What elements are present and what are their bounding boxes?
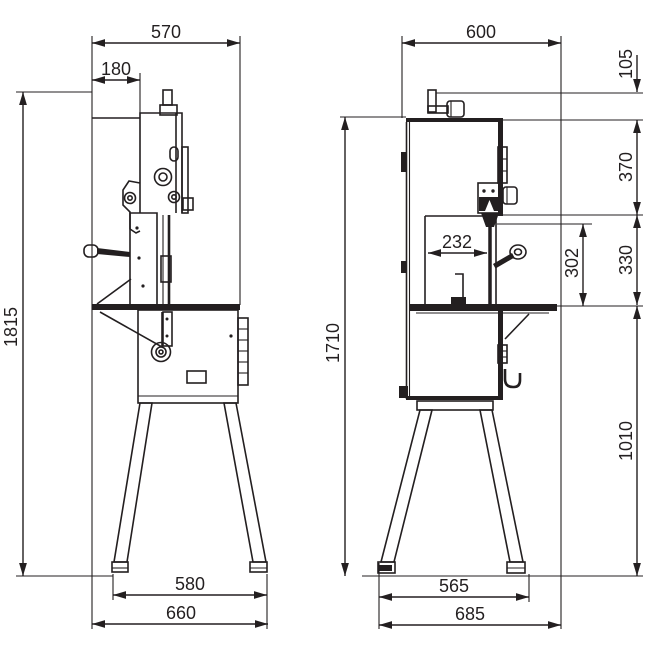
dim-label-232: 232 <box>442 232 472 252</box>
table-front <box>410 304 557 340</box>
blade-guide-bracket-side <box>122 180 141 234</box>
dim-label-685: 685 <box>455 604 485 624</box>
foot-rear-side <box>249 561 268 573</box>
dim-front-total-width: 600 <box>402 22 561 47</box>
dim-side-head-depth: 180 <box>92 59 140 84</box>
foot-left-front <box>377 561 396 574</box>
dim-label-570: 570 <box>151 22 181 42</box>
tension-handle-front <box>493 244 527 269</box>
table-support-bracket <box>504 313 530 340</box>
dim-side-total-height: 1815 <box>1 92 27 576</box>
dim-front-throat-width: 232 <box>428 232 487 257</box>
hinge-left-upper <box>401 152 407 172</box>
hinge-left-lower <box>399 386 408 398</box>
dim-front-tensioner-height: 105 <box>616 49 641 92</box>
tensioner-bracket-top <box>427 89 465 118</box>
dim-front-feet-outer: 685 <box>379 604 561 629</box>
extension-lines <box>16 36 643 629</box>
feed-handle-side <box>83 244 130 258</box>
table-guard-front <box>451 273 466 304</box>
dim-label-330: 330 <box>616 245 636 275</box>
dim-front-feet-inner: 565 <box>379 576 529 601</box>
blade-guide-front <box>477 182 518 227</box>
base-cabinet-side <box>137 309 249 404</box>
hinge-left-mid <box>401 261 407 273</box>
saw-head-side <box>92 89 194 234</box>
dim-front-head-height: 370 <box>616 120 641 215</box>
dim-label-600: 600 <box>466 22 496 42</box>
front-view-machine <box>377 89 557 574</box>
dim-label-1815: 1815 <box>1 307 21 347</box>
dim-label-1010: 1010 <box>616 421 636 461</box>
dim-front-table-height: 1010 <box>616 306 641 576</box>
cabinet-front <box>399 118 508 400</box>
dim-label-370: 370 <box>616 152 636 182</box>
dim-label-565: 565 <box>439 576 469 596</box>
door-latch-and-handle <box>497 344 522 389</box>
foot-front-side <box>111 561 129 573</box>
dim-label-180: 180 <box>101 59 131 79</box>
side-view-machine <box>83 89 268 573</box>
stand-legs-front <box>377 400 526 574</box>
dim-front-head-to-table: 330 <box>616 215 641 305</box>
dim-front-cut-height: 302 <box>562 224 587 306</box>
dim-label-302: 302 <box>562 248 582 278</box>
blade-and-throat <box>424 215 497 304</box>
lower-column-side <box>96 212 172 305</box>
door-handle-hook <box>503 369 522 389</box>
door-hinge-right <box>497 146 508 184</box>
dim-side-feet-outer: 660 <box>92 603 268 628</box>
dim-front-body-height: 1710 <box>323 117 349 576</box>
dim-side-total-depth: 570 <box>92 22 240 47</box>
stand-legs-side <box>111 402 268 573</box>
guide-knob-right <box>502 186 518 205</box>
dim-label-1710: 1710 <box>323 323 343 363</box>
dim-side-feet-inner: 580 <box>113 574 267 599</box>
nameplate-side <box>186 370 207 384</box>
dim-label-660: 660 <box>166 603 196 623</box>
dim-label-105: 105 <box>616 49 636 79</box>
dim-label-580: 580 <box>175 574 205 594</box>
